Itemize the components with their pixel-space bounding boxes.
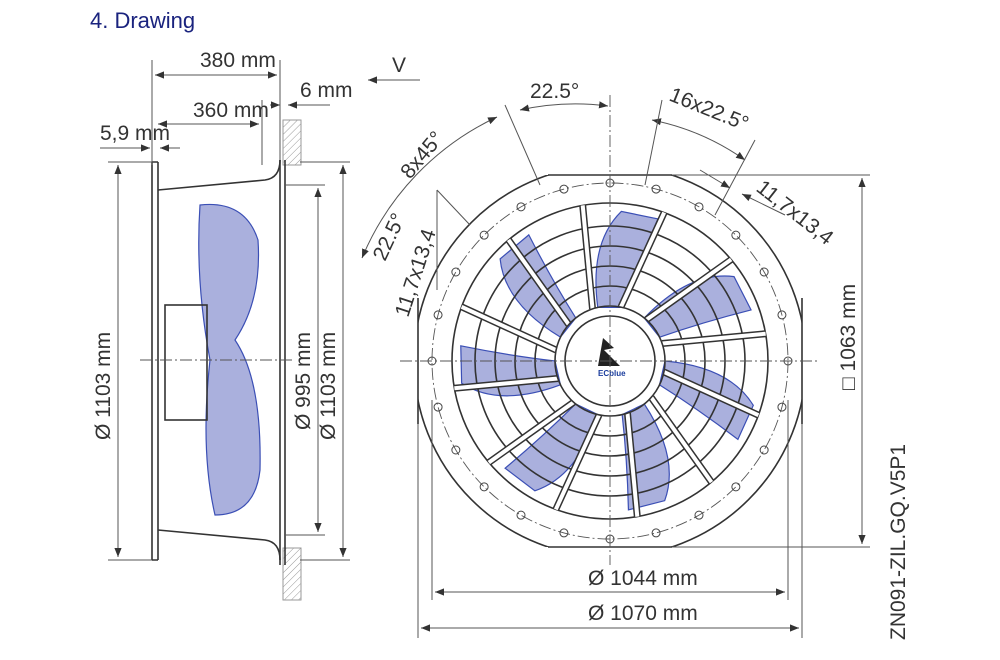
guard-spoke-fill (506, 238, 571, 326)
guard-spoke-fill (580, 205, 595, 310)
bolt-hole (777, 402, 787, 412)
guard-spoke-fill (649, 396, 714, 484)
guard-spoke-fill (663, 370, 760, 417)
bolt-hole (479, 482, 489, 492)
front-view: ECblue 22.5° 16x22.5° 8x45° 22.5° 11,7x1… (361, 80, 910, 640)
angle-8x45: 8x45° (396, 127, 448, 183)
bolt-hole (451, 445, 461, 455)
slot-size-right: 11,7x13,4 (752, 176, 838, 250)
guard-spoke-fill (619, 211, 666, 308)
guard-spoke-fill (460, 305, 557, 352)
dim-dia-1070: Ø 1070 mm (588, 602, 698, 625)
bolt-hole (433, 310, 443, 320)
guard-spoke-fill (487, 400, 575, 465)
side-view: 380 mm 360 mm 6 mm V 5,9 mm Ø 1103 mm Ø … (92, 49, 420, 601)
guard-spoke-fill (661, 331, 766, 346)
bolt-hole (433, 402, 443, 412)
dim-380: 380 mm (200, 49, 276, 72)
guard-spoke-fill (554, 414, 601, 511)
bolt-hole (451, 267, 461, 277)
bolt-hole (516, 510, 526, 520)
angle-16x22-5: 16x22.5° (666, 83, 752, 135)
bolt-hole (516, 202, 526, 212)
dim-360: 360 mm (193, 99, 269, 122)
outlet-ring (279, 160, 286, 565)
bolt-hole (651, 184, 661, 194)
bolt-hole (559, 528, 569, 538)
ebm-logo-icon (598, 338, 620, 366)
impeller-blade (643, 275, 752, 338)
bolt-hole (651, 528, 661, 538)
bolt-hole (731, 230, 741, 240)
dim-square-1063: □ 1063 mm (837, 284, 860, 390)
bolt-hole (731, 482, 741, 492)
ecblue-logo: ECblue (598, 369, 626, 378)
guard-spoke-fill (454, 376, 559, 391)
dim-5-9: 5,9 mm (100, 122, 170, 145)
bolt-hole (759, 445, 769, 455)
wall-hatch-bottom (282, 547, 302, 601)
model-code: ZN091-ZIL.GQ.V5P1 (887, 444, 910, 640)
dim-dia-1103-left: Ø 1103 mm (92, 332, 115, 440)
section-title: 4. Drawing (90, 8, 196, 33)
bolt-hole (479, 230, 489, 240)
bolt-hole (559, 184, 569, 194)
bolt-hole (777, 310, 787, 320)
dim-dia-995: Ø 995 mm (292, 332, 315, 430)
dim-dia-1044: Ø 1044 mm (588, 567, 698, 590)
dim-dia-1103-right: Ø 1103 mm (317, 332, 340, 440)
bolt-hole (759, 267, 769, 277)
inlet-flange (151, 161, 159, 561)
wall-hatch-top (282, 119, 302, 166)
bolt-hole (694, 202, 704, 212)
guard-spoke-fill (645, 257, 733, 322)
angle-left-22-5: 22.5° (369, 210, 411, 264)
motor-body (164, 304, 208, 421)
bolt-hole (694, 510, 704, 520)
dim-6: 6 mm (300, 79, 353, 102)
view-v-label: V (392, 54, 406, 77)
guard-spoke-fill (625, 412, 640, 517)
angle-top-22-5: 22.5° (530, 80, 579, 103)
